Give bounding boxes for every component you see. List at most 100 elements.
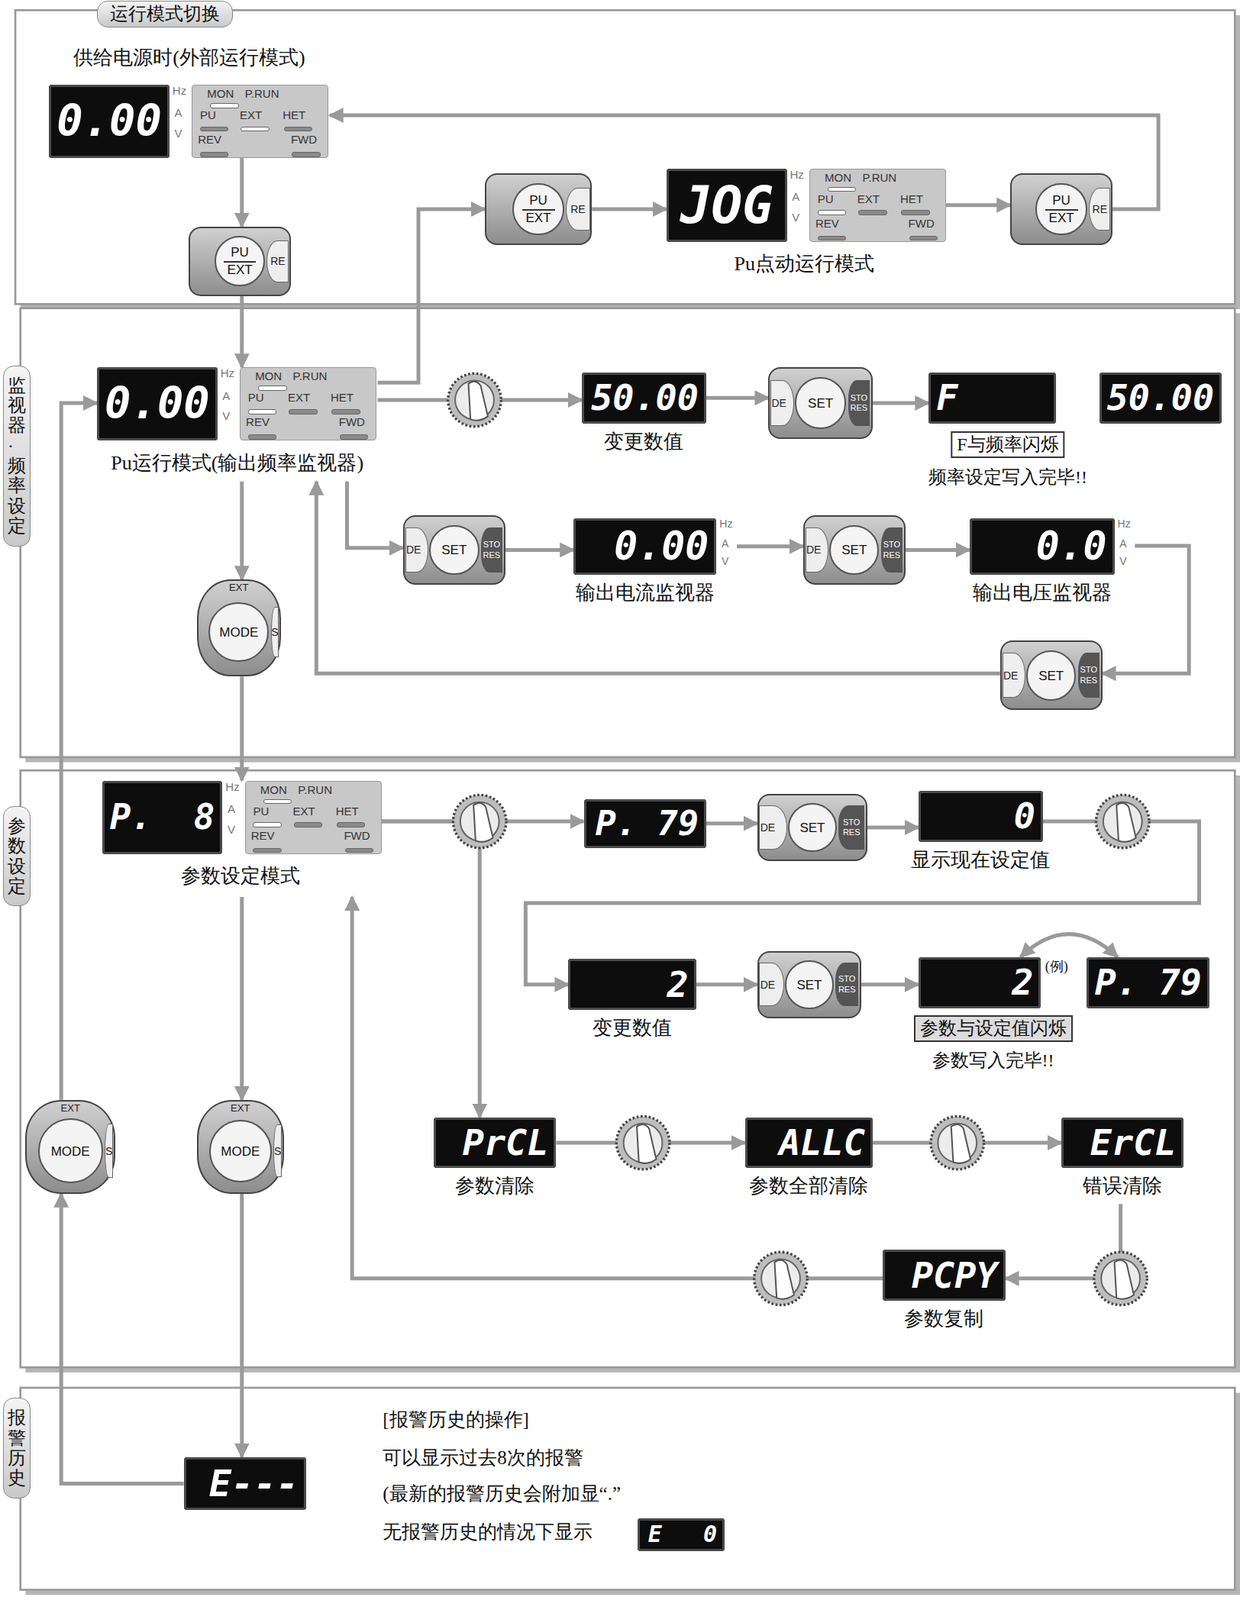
- led-bar: [252, 848, 281, 854]
- flow-arrow: [905, 548, 970, 553]
- note-text: 频率设定写入完毕!!: [928, 466, 1088, 489]
- lcd-digits: P. 8: [109, 800, 216, 836]
- key-label: EXT: [229, 582, 249, 593]
- section-tab: 参数设定: [3, 806, 31, 908]
- led-bar: [331, 409, 360, 415]
- note-label: (最新的报警历史会附加显“.”: [382, 1482, 621, 1506]
- key-label: RES: [883, 551, 901, 560]
- display: F: [928, 372, 1056, 424]
- flow-arrow: [61, 403, 97, 1101]
- indicator-label: V: [227, 823, 236, 836]
- caption: 参数清除: [455, 1174, 535, 1199]
- lcd-screen: 0: [918, 791, 1044, 843]
- stop-key: [838, 805, 865, 850]
- key-label: SET: [441, 543, 467, 557]
- key-label: SET: [799, 820, 825, 834]
- flash-note: 参数与设定值闪烁: [913, 1015, 1073, 1043]
- lcd-digits: E---: [209, 1465, 299, 1503]
- unit-label: V: [1119, 555, 1127, 567]
- display: P. 79: [1086, 957, 1209, 1009]
- key-label: MODE: [51, 1144, 91, 1158]
- flow-arrow: [239, 481, 244, 580]
- display: 50.00变更数值: [581, 372, 707, 460]
- key-label: RE: [570, 203, 585, 215]
- key-label: RES: [1080, 676, 1098, 685]
- key-label: RE: [270, 255, 285, 267]
- key-button: DESETSTORES: [757, 794, 868, 862]
- led-bar: [909, 235, 938, 242]
- led-bar: [200, 151, 229, 158]
- lcd-screen: 2: [918, 957, 1041, 1009]
- key-label: S: [274, 1146, 281, 1157]
- lcd-screen: 0.0: [969, 518, 1115, 575]
- display: 0显示现在设定值: [918, 791, 1044, 879]
- lcd-screen: ALLC: [745, 1117, 873, 1169]
- lcd-digits: 50.00: [1107, 380, 1215, 417]
- led-bar: [900, 209, 930, 216]
- note-label: 可以显示过去8次的报警: [382, 1446, 584, 1470]
- lcd-screen: P. 79: [1086, 957, 1209, 1009]
- lcd-digits: 50.00: [590, 380, 699, 417]
- lcd-digits: PCPY: [911, 1257, 998, 1294]
- led-bar: [336, 822, 365, 828]
- unit-label: Hz: [719, 518, 733, 530]
- led-bar: [817, 209, 847, 216]
- indicator-label: HET: [335, 805, 359, 817]
- flow-arrow: [346, 481, 404, 549]
- setting-dial: [452, 794, 507, 849]
- lcd-screen: 0.00: [573, 518, 717, 575]
- section-frame: [15, 9, 1235, 304]
- indicator-label: Hz: [172, 84, 187, 97]
- led-bar: [288, 409, 317, 415]
- key-label: DE: [760, 822, 775, 834]
- stop-key: [1078, 652, 1099, 698]
- led-bar: [252, 822, 281, 828]
- key-label: S: [105, 1146, 113, 1157]
- note-box: 参数与设定值闪烁参数写入完毕!!: [896, 1015, 1091, 1083]
- lcd-screen: ErCL: [1061, 1117, 1184, 1169]
- flow-arrow: [1020, 934, 1118, 958]
- indicator-label: PU: [252, 805, 269, 817]
- flow-arrow: [377, 209, 485, 383]
- key-label: EXT: [526, 211, 552, 225]
- indicator-label: FWD: [343, 829, 370, 842]
- unit-label: A: [721, 538, 729, 549]
- key-button: DESETSTORES: [403, 515, 506, 585]
- flow-arrow: [505, 548, 575, 553]
- key-label: DE: [771, 397, 786, 409]
- caption: Pu运行模式(输出频率监视器): [110, 451, 364, 475]
- key-button: EXTMODES: [196, 1100, 285, 1195]
- lcd-screen: F: [928, 372, 1056, 424]
- caption: 错误清除: [1082, 1174, 1163, 1199]
- caption: 显示现在设定值: [910, 848, 1050, 872]
- stop-key: [881, 527, 902, 573]
- key-label: EXT: [1049, 211, 1075, 225]
- flow-arrow: [706, 821, 758, 826]
- key-label: RES: [838, 985, 856, 995]
- flow-arrow: [379, 821, 480, 1118]
- indicator-label: A: [222, 390, 230, 402]
- key-label: MODE: [219, 626, 259, 640]
- flow-arrow: [239, 676, 244, 781]
- indicator-label: FWD: [908, 217, 935, 230]
- flow-arrow: [316, 481, 1001, 674]
- caption: 供给电源时(外部运行模式): [73, 45, 305, 70]
- indicator-label: EXT: [239, 109, 262, 121]
- setting-dial: [1096, 794, 1150, 849]
- indicator-label: HET: [330, 391, 354, 404]
- lcd-digits: 2: [1011, 965, 1034, 1002]
- note-box: F与频率闪烁频率设定写入完毕!!: [918, 431, 1098, 499]
- indicator-label: P.RUN: [862, 171, 897, 184]
- caption: 参数设定模式: [180, 864, 301, 889]
- display: 0.00HzAV输出电流监视器: [573, 518, 737, 609]
- caption: Pu点动运行模式: [734, 251, 875, 276]
- unit-label: A: [1119, 538, 1127, 549]
- section-band: 监视器·频率设定0.00HzAVMONP.RUNPUEXTHETREVFWDPu…: [20, 308, 1236, 758]
- indicator-label: Hz: [225, 781, 239, 793]
- key-label: DE: [406, 544, 421, 556]
- key-button: PUEXTRE: [1010, 173, 1113, 246]
- led-bar: [200, 126, 229, 133]
- lcd-digits: F: [936, 380, 958, 417]
- lcd-digits: 2: [666, 966, 688, 1003]
- flow-arrow: [1102, 545, 1190, 674]
